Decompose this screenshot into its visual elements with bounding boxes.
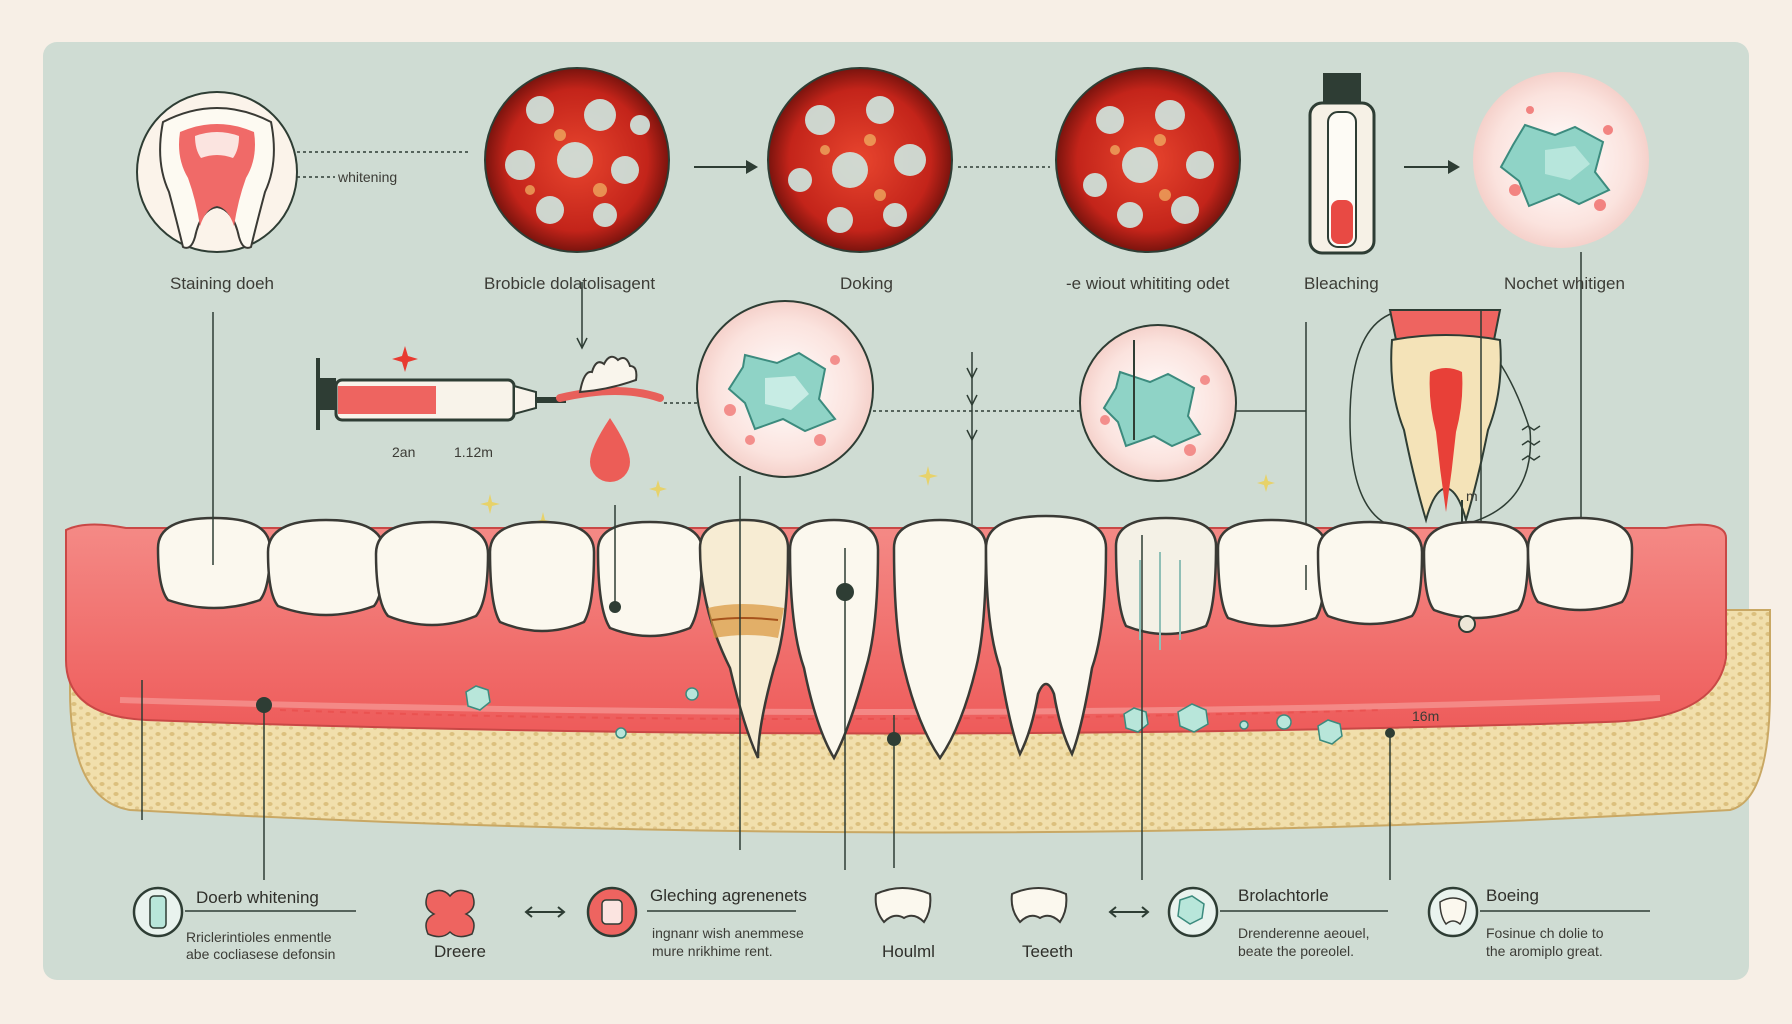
syringe-measure-a: 2an: [392, 444, 416, 460]
jaw-illustration: [65, 514, 1771, 834]
syringe-measure-b: 1.12m: [454, 444, 493, 460]
legend-desc-7b: the aromiplo great.: [1486, 943, 1603, 959]
label-whitening-tag: whitening: [338, 169, 398, 185]
crystal-circle-icon: [1079, 324, 1237, 482]
vial-icon: [1308, 73, 1376, 255]
legend-desc-1b: abe cocliasese defonsin: [186, 946, 336, 962]
legend-title-7: Boeing: [1486, 886, 1539, 905]
stained-tooth-circle: [136, 91, 298, 253]
legend-desc-3b: mure nrikhime rent.: [652, 943, 773, 959]
legend-desc-6b: beate the poreolel.: [1238, 943, 1354, 959]
gum-measure: 16m: [1412, 708, 1440, 724]
legend-title-1: Doerb whitening: [196, 888, 319, 907]
label-without: -e wiout whititing odet: [1066, 274, 1230, 293]
legend-title-4: Houlml: [882, 942, 935, 961]
sparkle-icon: [392, 346, 418, 372]
leader-lines: [141, 312, 1391, 880]
label-agent: Brobicle dolatolisagent: [484, 274, 656, 293]
micro-circle-icon: [484, 67, 670, 253]
root-measure: m: [1466, 488, 1478, 504]
legend-desc-6a: Drenderenne aeouel,: [1238, 925, 1370, 941]
micro-circle-icon: [1055, 67, 1241, 253]
label-staining: Staining doeh: [170, 274, 274, 293]
crystal-circle-icon: [696, 300, 874, 478]
toothbrush-icon: [556, 355, 664, 402]
label-nochet: Nochet whitigen: [1504, 274, 1625, 293]
legend-title-3: Gleching agrenenets: [650, 886, 807, 905]
crystal-circle-icon: [1473, 72, 1649, 248]
micro-circle-icon: [767, 67, 953, 253]
legend-title-5: Teeeth: [1022, 942, 1074, 961]
legend-desc-3a: ingnanr wish anemmese: [652, 925, 804, 941]
drop-icon: [590, 418, 630, 482]
label-bleaching: Bleaching: [1304, 274, 1379, 293]
legend-desc-7a: Fosinue ch dolie to: [1486, 925, 1604, 941]
legend-desc-1a: Rriclerintioles enmentle: [186, 929, 332, 945]
legend-icons: [132, 886, 1479, 938]
syringe-icon: [316, 358, 566, 430]
legend-title-2: Dreere: [434, 942, 486, 961]
legend-title-6: Brolachtorle: [1238, 886, 1329, 905]
label-doking: Doking: [840, 274, 893, 293]
root-canal-tooth: [1349, 309, 1541, 690]
double-arrow-icon: [524, 906, 1150, 918]
